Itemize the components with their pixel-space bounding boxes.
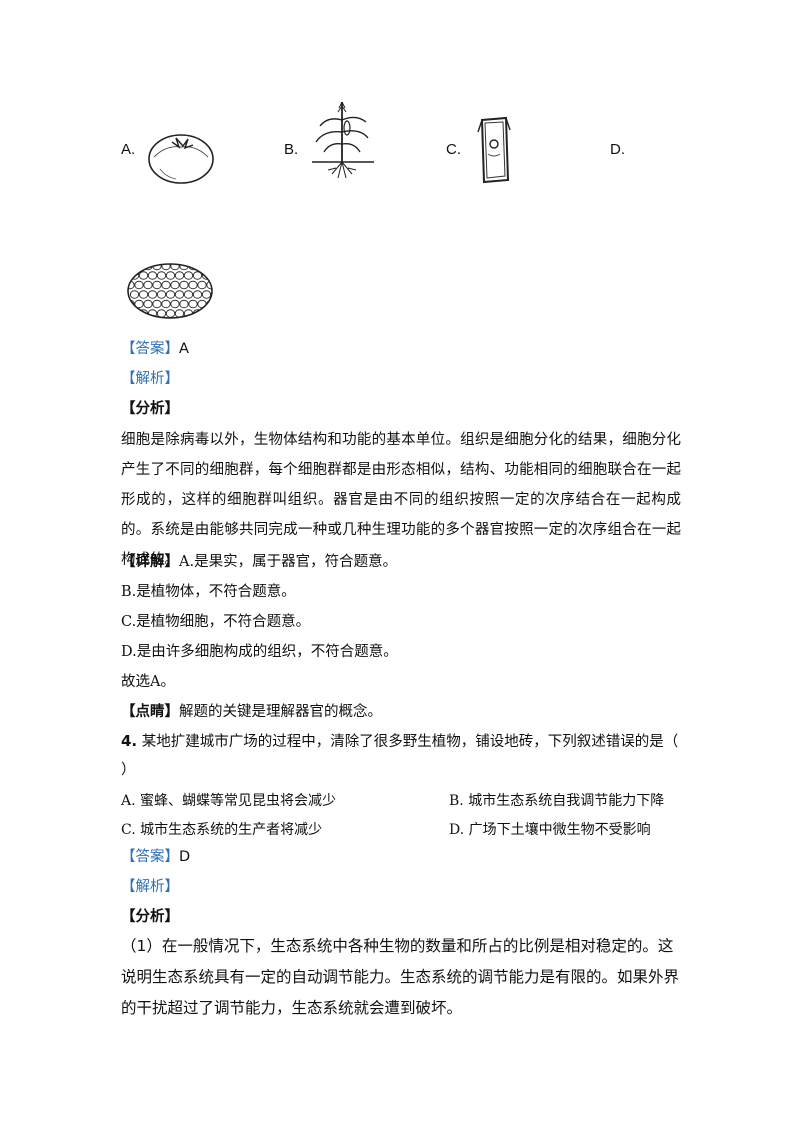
q3-fenxi-tag: 【分析】 xyxy=(121,401,179,417)
q3-detail-c: C.是植物细胞，不符合题意。 xyxy=(121,614,311,630)
tissue-cell xyxy=(161,264,171,271)
tissue-cell xyxy=(201,309,212,318)
tissue-cell xyxy=(138,290,149,299)
tissue-cell xyxy=(152,280,162,290)
tissue-cell xyxy=(210,309,212,318)
q4-choice-b: B. 城市生态系统自我调节能力下降 xyxy=(449,793,665,809)
tissue-cell xyxy=(174,290,185,299)
q4-stem-line: 4. 某地扩建城市广场的过程中，清除了很多野生植物，铺设地砖，下列叙述错误的是（ xyxy=(121,731,678,752)
q4-stem: 某地扩建城市广场的过程中，清除了很多野生植物，铺设地砖，下列叙述错误的是（ xyxy=(141,734,679,750)
corn-plant-icon xyxy=(312,101,374,179)
q3-answer-line: 【答案】A xyxy=(121,339,189,359)
tissue-cell xyxy=(129,309,140,318)
answer-value: D xyxy=(179,849,191,865)
answer-tag: 【答案】 xyxy=(121,849,179,865)
q4-choice-a: A. 蜜蜂、蝴蝶等常见昆虫将会减少 xyxy=(121,793,337,809)
q3-detail-b: B.是植物体，不符合题意。 xyxy=(121,584,296,600)
tissue-cell xyxy=(165,290,176,299)
tissue-cell xyxy=(161,299,171,309)
tissue-cell xyxy=(143,280,153,290)
answer-tag: 【答案】 xyxy=(121,341,179,357)
tissue-cell xyxy=(143,299,153,309)
q3-detail-a-line: 【详解】A.是果实，属于器官，符合题意。 xyxy=(121,552,397,572)
tissue-cell xyxy=(197,280,207,290)
option-b-label: B. xyxy=(284,141,299,158)
tissue-cell xyxy=(170,264,180,271)
tissue-cell xyxy=(128,264,135,271)
q4-fenxi-text: （1）在一般情况下，生态系统中各种生物的数量和所占的比例是相对稳定的。这说明生态… xyxy=(121,937,680,1017)
point-tag: 【点睛】 xyxy=(121,704,179,720)
tissue-cell xyxy=(201,290,212,299)
detail-a: A.是果实，属于器官，符合题意。 xyxy=(179,554,398,570)
tissue-cell xyxy=(156,309,167,318)
tissue-cell xyxy=(183,271,194,280)
detail-tag: 【详解】 xyxy=(121,554,179,570)
q3-conclusion: 故选A。 xyxy=(121,674,175,690)
tissue-cell xyxy=(192,271,203,280)
answer-value: A xyxy=(179,341,189,357)
q4-choice-c: C. 城市生态系统的生产者将减少 xyxy=(121,822,323,838)
tissue-cell xyxy=(147,271,158,280)
tissue-cell xyxy=(188,299,198,309)
tissue-cell xyxy=(210,271,212,280)
tomato-fruit-icon xyxy=(148,134,214,184)
tissue-cell xyxy=(170,280,180,290)
tissue-cell xyxy=(179,280,189,290)
tissue-cell xyxy=(147,290,158,299)
tissue-cell xyxy=(152,299,162,309)
tissue-cell xyxy=(134,299,144,309)
q4-analysis-tag: 【解析】 xyxy=(121,879,179,895)
tissue-cell xyxy=(165,309,176,318)
tissue-cell xyxy=(192,290,203,299)
q4-answer-line: 【答案】D xyxy=(121,847,190,867)
tissue-cells-icon xyxy=(127,263,213,319)
q4-number: 4. xyxy=(121,732,138,750)
tissue-cell xyxy=(138,271,149,280)
tissue-cell xyxy=(156,271,167,280)
q3-analysis-tag: 【解析】 xyxy=(121,371,179,387)
plant-cell-icon xyxy=(477,116,511,184)
q3-point-line: 【点睛】解题的关键是理解器官的概念。 xyxy=(121,702,382,722)
tissue-cell xyxy=(134,264,144,271)
tissue-cell xyxy=(179,299,189,309)
option-a-label: A. xyxy=(121,141,136,158)
tissue-cell xyxy=(161,280,171,290)
tissue-cell xyxy=(170,299,180,309)
option-c-label: C. xyxy=(446,141,461,158)
q4-fenxi-tag: 【分析】 xyxy=(121,909,179,925)
q3-fenxi-text: 细胞是除病毒以外，生物体结构和功能的基本单位。组织是细胞分化的结果，细胞分化产生… xyxy=(121,432,681,568)
tissue-cell xyxy=(206,264,212,271)
option-d-label: D. xyxy=(610,141,625,158)
tissue-cell xyxy=(174,271,185,280)
tissue-cell xyxy=(134,280,144,290)
tissue-cell xyxy=(156,290,167,299)
q3-detail-d: D.是由许多细胞构成的组织，不符合题意。 xyxy=(121,644,398,660)
q4-stem-end: ） xyxy=(121,762,136,778)
q4-choice-d: D. 广场下土壤中微生物不受影响 xyxy=(449,822,651,838)
tissue-cell xyxy=(129,290,140,299)
tissue-cell xyxy=(188,280,198,290)
tissue-cell xyxy=(197,264,207,271)
tissue-cell xyxy=(183,290,194,299)
tissue-cell xyxy=(165,271,176,280)
point-text: 解题的关键是理解器官的概念。 xyxy=(179,704,382,720)
